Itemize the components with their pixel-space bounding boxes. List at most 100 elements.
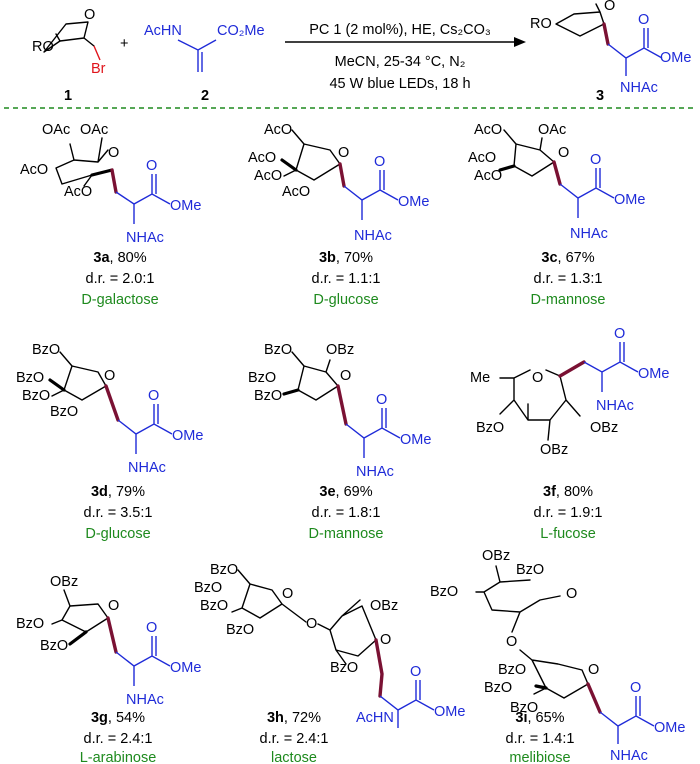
ring-oxygen: O (84, 7, 95, 23)
ome-label: OMe (400, 432, 431, 448)
bzo-label: BzO (16, 616, 44, 632)
bzo-label: BzO (254, 388, 282, 404)
aco-label: AcO (64, 184, 92, 200)
carbonyl-o: O (146, 158, 157, 174)
ring-oxygen: O (338, 145, 349, 161)
carbonyl-o: O (146, 620, 157, 636)
achn-label: AcHN (144, 23, 182, 39)
reactant-1-number: 1 (64, 88, 72, 104)
sugar-label: L-fucose (540, 526, 596, 542)
caption-3e: 3e, 69% d.r. = 1.8:1 D-mannose (309, 484, 384, 542)
condition-line-1: PC 1 (2 mol%), HE, Cs₂CO₃ (309, 22, 491, 38)
nhac-label: NHAc (596, 398, 634, 414)
nhac-label: NHAc (570, 226, 608, 242)
product-3: RO O O OMe NHAc 3 (530, 0, 691, 104)
bzo-label: BzO (516, 562, 544, 578)
achn-label: AcHN (356, 710, 394, 726)
caption-3h: 3h, 72% d.r. = 2.4:1 lactose (260, 710, 329, 764)
bzo-label: BzO (430, 584, 458, 600)
aco-label: AcO (474, 122, 502, 138)
aco-label: AcO (20, 162, 48, 178)
structure-3e: BzO OBz BzO BzO O O OMe NHAc (248, 342, 431, 480)
yield-label: 3h, 72% (267, 710, 321, 726)
caption-3i: 3i, 65% d.r. = 1.4:1 melibiose (506, 710, 575, 764)
carbonyl-o: O (376, 392, 387, 408)
sugar-label: D-glucose (313, 292, 378, 308)
br-label: Br (91, 61, 106, 77)
ring-oxygen: O (566, 586, 577, 602)
ring-oxygen: O (282, 586, 293, 602)
structure-3i: OBz BzO BzO O O BzO BzO BzO O O OMe NHAc (430, 548, 685, 764)
yield-label: 3b, 70% (319, 250, 373, 266)
ring-oxygen: O (558, 145, 569, 161)
nhac-label: NHAc (610, 748, 648, 764)
product-nhac: NHAc (620, 80, 658, 96)
nhac-label: NHAc (356, 464, 394, 480)
structure-3f: Me O BzO OBz OBz O OMe NHAc (470, 326, 669, 458)
condition-line-2: MeCN, 25-34 °C, N₂ (335, 54, 466, 70)
product-ome: OMe (660, 50, 691, 66)
sugar-label: D-mannose (531, 292, 606, 308)
carbonyl-o: O (374, 154, 385, 170)
carbonyl-o: O (614, 326, 625, 342)
obz-label: OBz (370, 598, 398, 614)
nhac-label: NHAc (126, 692, 164, 708)
dr-label: d.r. = 1.1:1 (312, 271, 381, 287)
ring-oxygen: O (104, 368, 115, 384)
obz-label: OBz (590, 420, 618, 436)
sugar-label: D-mannose (309, 526, 384, 542)
yield-label: 3e, 69% (319, 484, 372, 500)
sugar-label: L-arabinose (80, 750, 157, 764)
reactant-2: AcHN CO₂Me 2 (144, 23, 265, 104)
caption-3f: 3f, 80% d.r. = 1.9:1 L-fucose (534, 484, 603, 542)
co2me-label: CO₂Me (217, 23, 265, 39)
ring-oxygen: O (340, 368, 351, 384)
caption-3b: 3b, 70% d.r. = 1.1:1 D-glucose (312, 250, 381, 308)
bzo-label: BzO (194, 580, 222, 596)
aco-label: AcO (264, 122, 292, 138)
bzo-label: BzO (226, 622, 254, 638)
yield-label: 3g, 54% (91, 710, 145, 726)
dr-label: d.r. = 2.4:1 (84, 731, 153, 747)
ring-oxygen: O (108, 145, 119, 161)
bzo-label: BzO (484, 680, 512, 696)
aco-label: AcO (474, 168, 502, 184)
aco-label: AcO (254, 168, 282, 184)
yield-label: 3i, 65% (515, 710, 564, 726)
bzo-label: BzO (200, 598, 228, 614)
methyl-label: Me (470, 370, 490, 386)
sugar-label: melibiose (509, 750, 570, 764)
product-ro-label: RO (530, 16, 552, 32)
bzo-label: BzO (40, 638, 68, 654)
ome-label: OMe (170, 198, 201, 214)
yield-label: 3c, 67% (541, 250, 594, 266)
bzo-label: BzO (264, 342, 292, 358)
ome-label: OMe (638, 366, 669, 382)
aco-label: AcO (468, 150, 496, 166)
ring-oxygen: O (532, 370, 543, 386)
dr-label: d.r. = 1.4:1 (506, 731, 575, 747)
yield-label: 3a, 80% (93, 250, 146, 266)
obz-label: OBz (482, 548, 510, 564)
yield-label: 3f, 80% (543, 484, 593, 500)
reaction-arrow (285, 37, 526, 47)
dr-label: d.r. = 1.9:1 (534, 505, 603, 521)
bzo-label: BzO (50, 404, 78, 420)
obz-label: OBz (50, 574, 78, 590)
obz-label: OBz (540, 442, 568, 458)
structure-3h: BzO BzO BzO BzO O O OBz BzO O O OMe AcHN (194, 562, 465, 728)
sugar-label: D-galactose (81, 292, 158, 308)
condition-line-3: 45 W blue LEDs, 18 h (329, 76, 470, 92)
ome-label: OMe (170, 660, 201, 676)
bzo-label: BzO (498, 662, 526, 678)
bzo-label: BzO (330, 660, 358, 676)
ome-label: OMe (654, 720, 685, 736)
nhac-label: NHAc (126, 230, 164, 246)
structure-3g: OBz BzO BzO O O OMe NHAc (16, 574, 201, 708)
nhac-label: NHAc (354, 228, 392, 244)
caption-3a: 3a, 80% d.r. = 2.0:1 D-galactose (81, 250, 158, 308)
sugar-label: D-glucose (85, 526, 150, 542)
bzo-label: BzO (510, 700, 538, 716)
obz-label: OBz (326, 342, 354, 358)
product-carbonyl-o: O (638, 12, 649, 28)
